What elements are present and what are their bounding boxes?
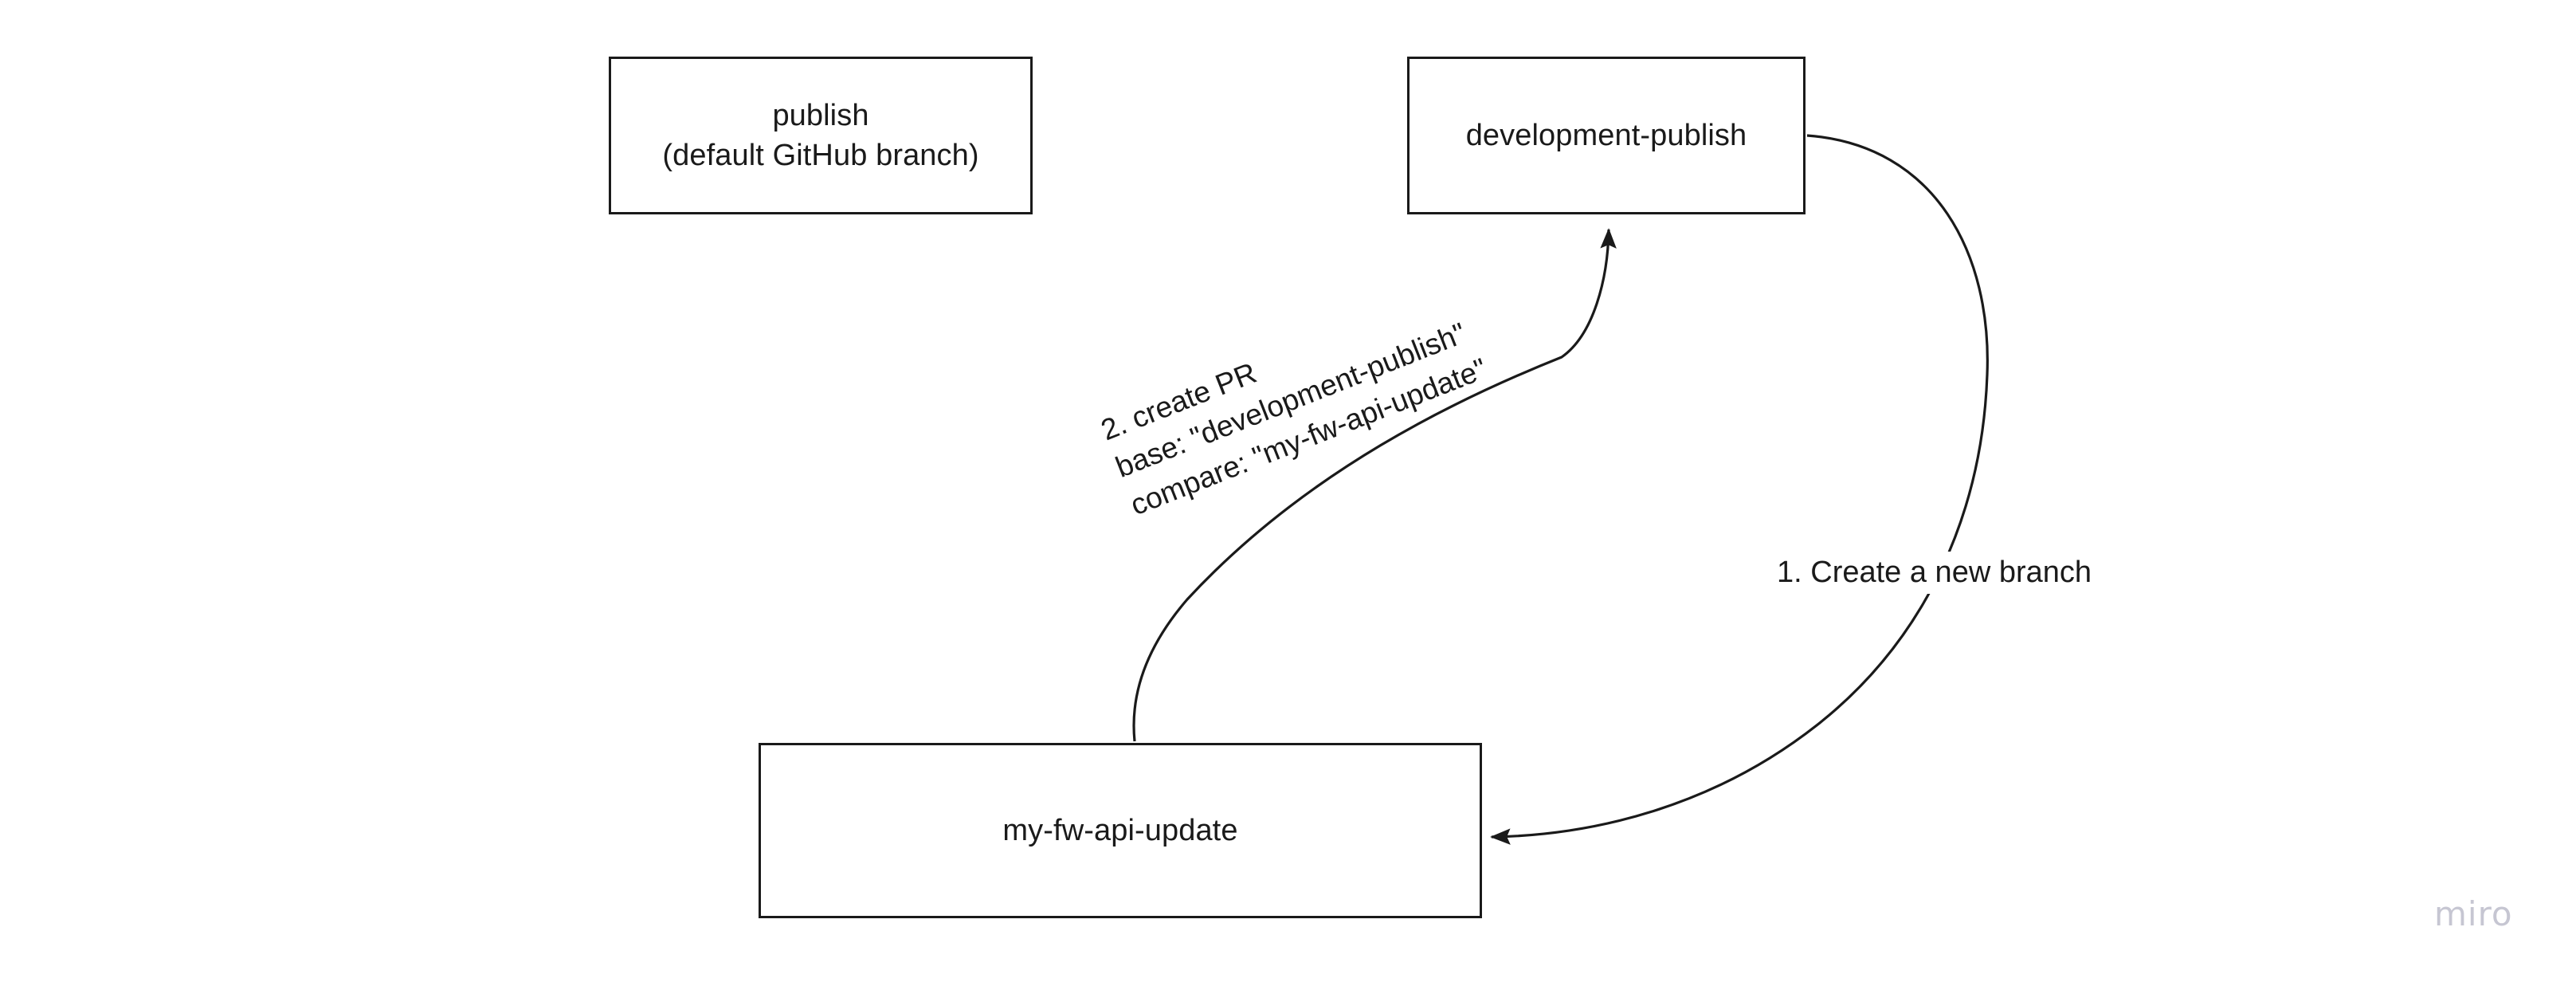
node-development-publish-label: development-publish xyxy=(1465,118,1747,152)
node-my-fw-api-update[interactable]: my-fw-api-update xyxy=(759,743,1482,918)
miro-watermark: miro xyxy=(2434,894,2513,933)
edge-create-branch-path xyxy=(1490,134,1989,845)
edge-label-create-branch: 1. Create a new branch xyxy=(1772,552,2097,595)
node-development-publish[interactable]: development-publish xyxy=(1407,57,1806,214)
node-my-fw-api-update-label: my-fw-api-update xyxy=(1002,813,1238,847)
edge-create-pr-path xyxy=(1132,228,1617,742)
node-publish[interactable]: publish (default GitHub branch) xyxy=(609,57,1033,214)
node-publish-label: publish (default GitHub branch) xyxy=(662,98,979,172)
